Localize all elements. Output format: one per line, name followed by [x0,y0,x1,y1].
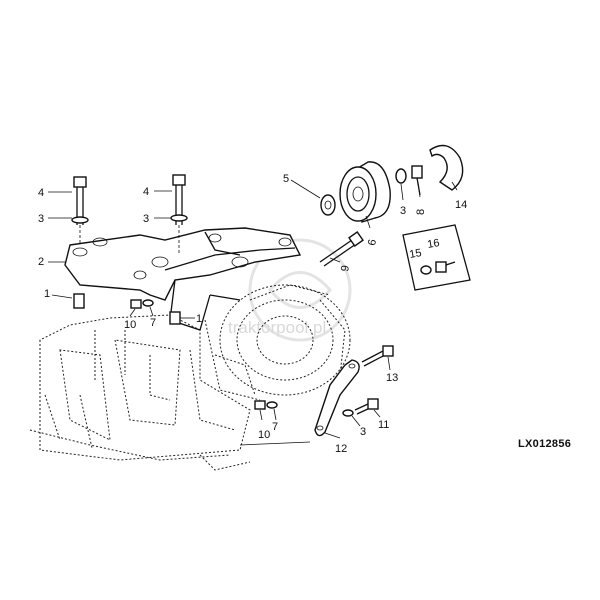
callout-14: 14 [455,199,467,211]
callout-3-right: 3 [143,213,149,225]
callout-8: 8 [415,209,427,215]
bolt-11 [354,398,379,415]
washer-3-lower [342,409,354,417]
dust-cover-14 [429,144,464,191]
washer-7-right [266,401,278,409]
watermark-text: traktorpool.pl [228,318,326,337]
mounting-bracket [64,227,302,331]
callout-9: 9 [339,264,352,272]
callout-4-left: 4 [38,187,44,199]
callout-6: 6 [366,238,379,246]
callout-10-left: 10 [124,319,136,331]
callout-1-right: 1 [196,313,202,325]
callout-12: 12 [335,443,347,455]
washer-7-left [142,299,154,307]
washer-5 [320,194,336,216]
callout-1-left: 1 [44,288,50,300]
callout-3-upper: 3 [400,205,406,217]
leader-lines [48,179,458,446]
callout-11: 11 [378,419,389,431]
engine-block [29,314,251,471]
figure-code: LX012856 [518,438,571,450]
watermark: traktorpool.pl [228,238,352,342]
inset-detail-box [402,224,471,291]
bolt-13 [361,345,394,367]
nut-10-right [254,400,266,410]
alternator [204,284,351,401]
callout-5: 5 [283,173,289,185]
bolt-4-left [71,176,89,225]
bolt-8 [411,165,423,196]
callout-4-right: 4 [143,186,149,198]
callout-10-right: 10 [258,429,270,441]
washer-3-upper [395,168,407,184]
bolt-9 [319,231,364,267]
nut-10-left [130,299,142,309]
callout-labels: 4 3 2 1 4 3 10 7 1 5 6 9 3 8 14 15 16 13… [38,173,467,455]
callout-3-left: 3 [38,213,44,225]
adjusting-strap-12 [314,359,360,437]
callout-7-left: 7 [150,317,156,329]
callout-13: 13 [386,372,398,384]
callout-16: 16 [426,237,440,251]
callout-3-lower: 3 [360,426,366,438]
callout-2: 2 [38,256,44,268]
pulley-6 [339,161,391,223]
callout-15: 15 [408,247,422,261]
bolt-4-right [170,174,188,225]
callout-7-right: 7 [272,421,278,433]
